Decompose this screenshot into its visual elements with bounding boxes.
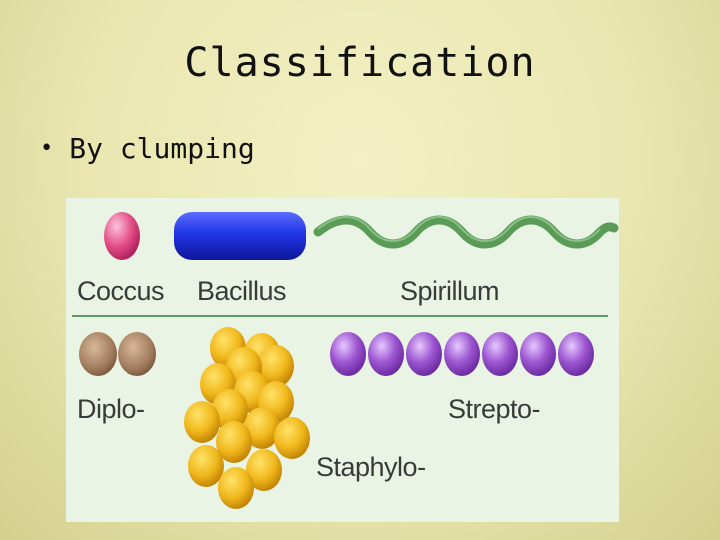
bullet-item: • By clumping <box>40 132 255 165</box>
bacillus-cell <box>174 212 306 260</box>
label-diplo: Diplo- <box>77 394 145 424</box>
bacteria-illustration <box>72 212 619 509</box>
bullet-icon: • <box>40 136 54 161</box>
diplo-cell <box>79 332 117 376</box>
diplo-cell <box>118 332 156 376</box>
label-strepto: Strepto- <box>448 394 541 424</box>
bacteria-figure: Coccus Bacillus Spirillum Diplo- Strepto… <box>66 198 619 522</box>
label-coccus: Coccus <box>77 276 165 306</box>
strepto-chain <box>330 332 594 376</box>
spirillum-cell <box>313 215 619 249</box>
label-spirillum: Spirillum <box>400 276 500 306</box>
staphylo-cluster <box>184 327 310 509</box>
label-staphylo: Staphylo- <box>316 452 426 482</box>
slide-title: Classification <box>184 40 536 86</box>
label-bacillus: Bacillus <box>197 276 287 306</box>
bullet-text: By clumping <box>69 132 255 165</box>
coccus-cell <box>104 212 140 260</box>
